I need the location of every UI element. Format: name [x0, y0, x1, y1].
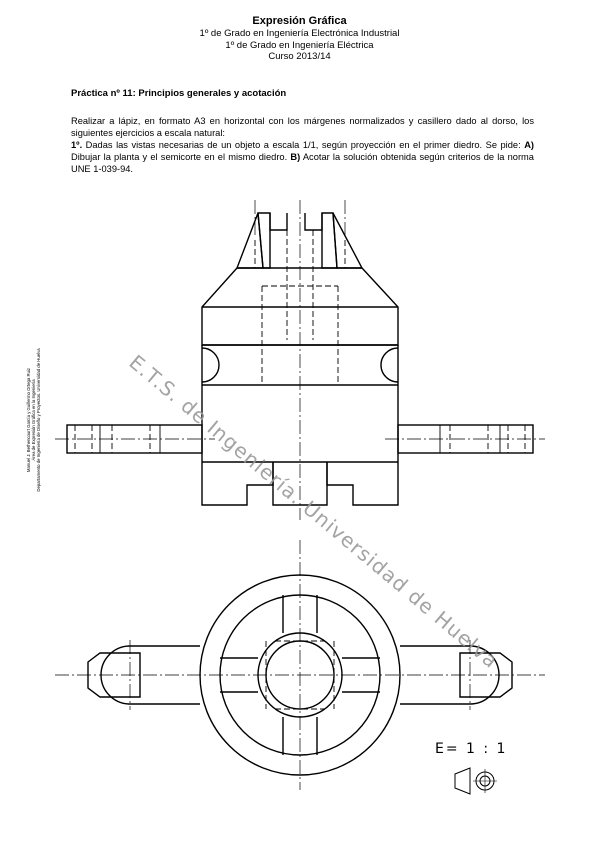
practice-title: Práctica nº 11: Principios generales y a…: [71, 88, 287, 99]
right-jaw: [332, 212, 364, 269]
degree-line-2: 1º de Grado en Ingeniería Eléctrica: [225, 39, 374, 51]
left-groove-arc: [201, 347, 220, 383]
left-hex-slot: [87, 652, 141, 698]
plan-hidden-lines: [265, 640, 335, 710]
exercise-number: 1º.: [71, 140, 83, 150]
left-arm-plan: [100, 645, 200, 705]
degree-line-1: 1º de Grado en Ingeniería Electrónica In…: [199, 28, 400, 39]
first-angle-projection-symbol: [454, 767, 497, 795]
exercise-1: 1º. Dadas las vistas necesarias de un ob…: [71, 139, 534, 175]
instructions-paragraph: Realizar a lápiz, en formato A3 en horiz…: [71, 116, 534, 138]
right-groove-arc: [380, 347, 399, 383]
part-a-label: A): [524, 140, 534, 150]
right-jaw-inner: [321, 212, 338, 269]
instructions: Realizar a lápiz, en formato A3 en horiz…: [71, 115, 534, 175]
right-arm-plan: [400, 645, 500, 705]
left-jaw-inner: [257, 212, 271, 269]
scale-note: E= 1 : 1: [435, 741, 508, 757]
part-a-text: Dibujar la planta y el semicorte en el m…: [71, 152, 291, 162]
exercise-text: Dadas las vistas necesarias de un objeto…: [82, 140, 525, 150]
hidden-lines: [74, 230, 526, 453]
part-b-label: B): [290, 152, 301, 162]
document-header: Expresión Gráfica 1º de Grado en Ingenie…: [0, 15, 599, 63]
right-hex-slot: [459, 652, 513, 698]
part-b-text: Acotar la solución obtenida según criter…: [71, 152, 534, 174]
outer-ring: [199, 574, 401, 776]
center-lines: [55, 200, 545, 790]
course-title: Expresión Gráfica: [252, 15, 347, 27]
plan-view: [87, 574, 513, 776]
course-year: Curso 2013/14: [268, 51, 331, 62]
